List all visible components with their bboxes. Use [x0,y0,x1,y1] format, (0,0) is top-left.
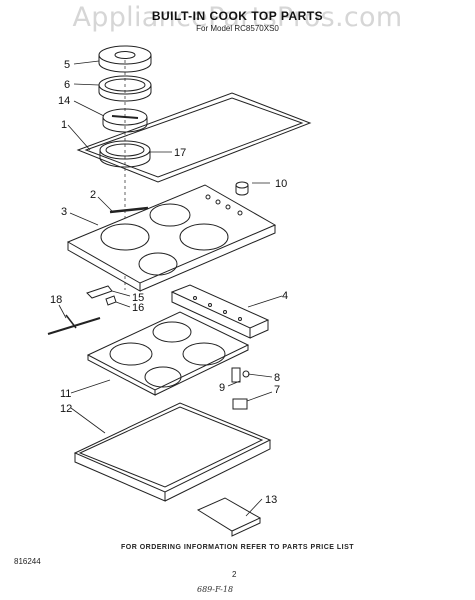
part-16-screw [105,295,117,306]
diagram-title: BUILT-IN COOK TOP PARTS [151,9,324,23]
part-18-bar [47,314,101,335]
callout-1: 1 [61,119,67,131]
part-9-switch [231,367,241,383]
callout-11: 11 [60,388,71,400]
callout-4: 4 [282,290,288,302]
callout-3: 3 [61,206,67,218]
part-7-block [232,398,248,410]
callout-7: 7 [274,384,280,396]
callout-14: 14 [58,95,70,107]
callout-12: 12 [60,403,72,415]
part-15-clip [86,285,113,299]
callout-6: 6 [64,79,70,91]
callout-13: 13 [265,494,277,506]
callout-9: 9 [219,382,225,394]
callout-15: 15 [132,292,144,304]
part-13-channel [196,497,262,537]
handwritten-code: 689-F-18 [197,585,234,594]
callout-8: 8 [274,372,280,384]
model-number: For Model RC8570XS0 [196,24,279,33]
watermark: AppliancePartsPros.com [72,2,403,33]
part-4-bracket [170,284,270,339]
part-3-cooktop [66,184,277,292]
callout-5: 5 [64,59,70,71]
callout-17: 17 [174,147,186,159]
part-10-knob [235,181,249,196]
part-11-plate [86,311,250,396]
callout-16: 16 [132,302,144,314]
part-1-frame [76,92,312,183]
callout-2: 2 [90,189,96,201]
callout-10: 10 [275,178,287,190]
page-number: 2 [232,570,237,579]
part-12-box [73,402,272,502]
document-number: 816244 [14,557,41,566]
ordering-note: FOR ORDERING INFORMATION REFER TO PARTS … [120,544,355,551]
callout-18: 18 [50,294,62,306]
part-2-strip [109,206,149,214]
